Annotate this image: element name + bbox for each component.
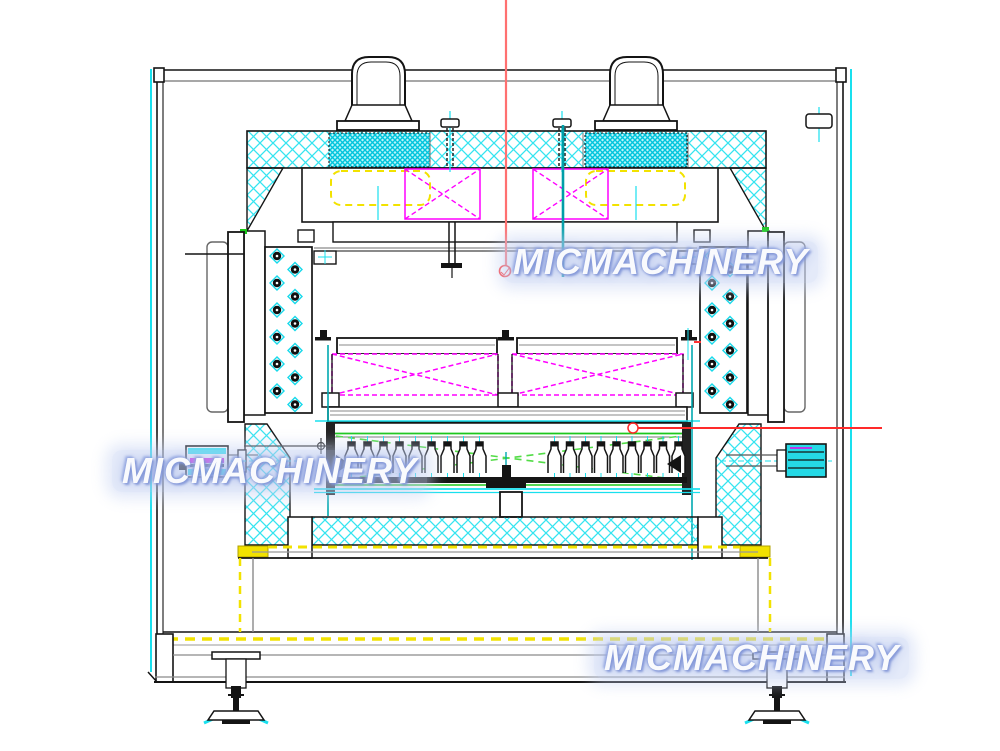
perforated-panel-right: [699, 246, 748, 414]
heater-coil-right: [532, 168, 609, 220]
side-actuator-right: [776, 443, 827, 478]
bottles: [344, 436, 686, 478]
upper-platen-assembly: [315, 328, 701, 423]
side-tower-right: [715, 167, 770, 546]
heater-coil-left: [404, 168, 481, 220]
platen-heater-left: [331, 353, 499, 396]
red-leader-horizontal: [627, 422, 882, 434]
leveling-foot-left: [202, 650, 270, 726]
platform-insulation: [237, 516, 772, 632]
watermark-left: MICMACHINERY: [112, 450, 428, 492]
bottle-tray: [244, 345, 700, 560]
watermark-bottom-right: MICMACHINERY: [594, 637, 910, 679]
side-assembly-left: [179, 231, 300, 478]
cabinet-frame: [150, 67, 852, 682]
motor-right: [594, 56, 678, 131]
air-duct-right: [585, 170, 686, 206]
watermark-center: MICMACHINERY: [503, 241, 819, 283]
air-duct-left: [330, 170, 431, 206]
motor-left: [336, 56, 420, 131]
sensor-bracket-top-right: [805, 107, 833, 142]
panel-holes: [269, 248, 738, 413]
perforated-panel-left: [264, 246, 313, 414]
frame-corner-block-right: [835, 67, 847, 83]
side-actuator-left: [179, 445, 229, 478]
red-centerline-vertical: [498, 0, 512, 278]
mount-bolt-left: [440, 111, 460, 172]
heater-head-beam: [301, 167, 719, 243]
side-assembly-right: [720, 231, 832, 478]
platen-heater-right: [511, 353, 684, 396]
center-support: [486, 452, 526, 518]
frame-corner-block-left: [153, 67, 165, 83]
base-frame: [147, 631, 846, 683]
support-post: [499, 491, 523, 518]
